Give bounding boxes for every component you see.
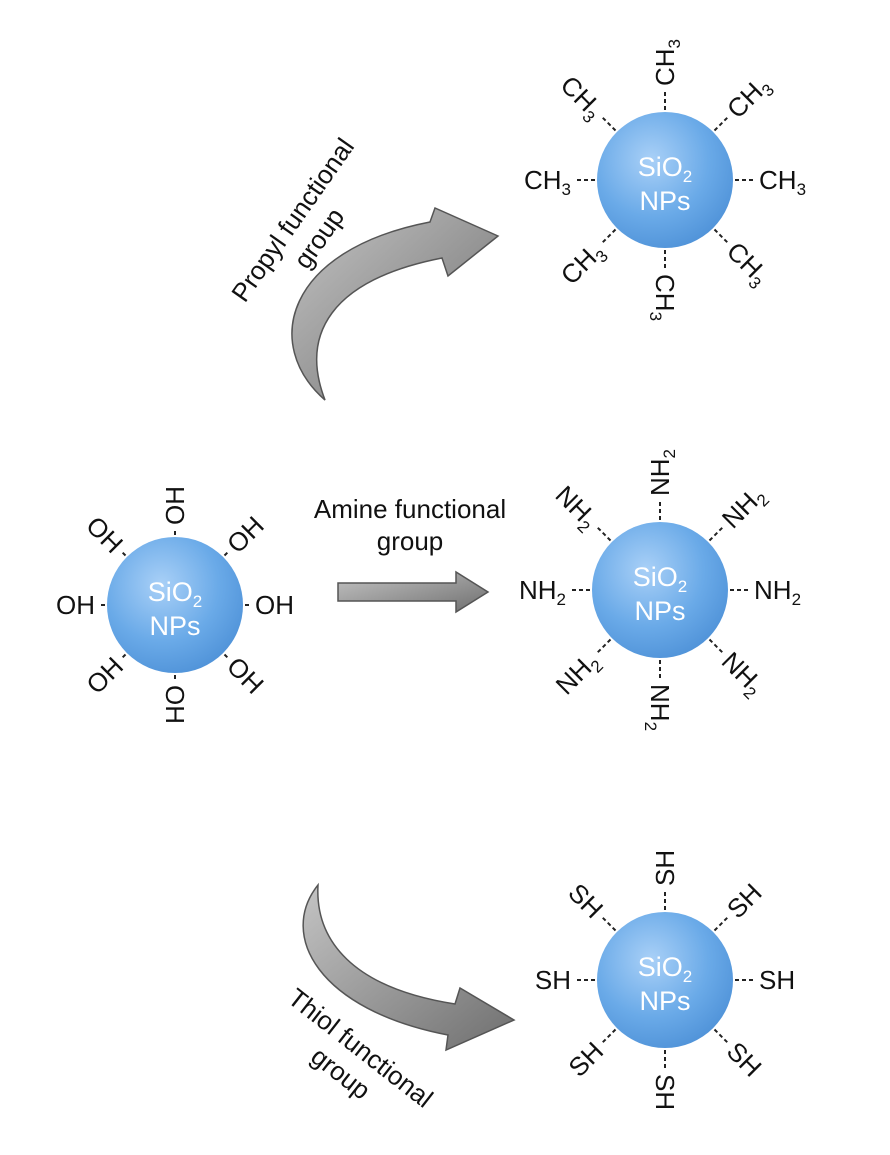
bond-line <box>713 1028 730 1045</box>
functional-group-label: SH <box>721 877 768 924</box>
functional-group-label: SH <box>535 965 571 995</box>
silica-sphere <box>592 522 728 658</box>
functional-group-label: NH2 <box>519 575 566 609</box>
bond-line <box>120 653 127 660</box>
bond-line <box>600 915 617 932</box>
sphere-label-nps: NPs <box>639 186 690 216</box>
functional-group-label: SH <box>759 965 795 995</box>
sphere-label-sio2: SiO2 <box>148 577 202 611</box>
functional-group-label: NH2 <box>641 684 675 731</box>
bond-line <box>713 915 730 932</box>
functional-group-label: CH3 <box>721 70 778 127</box>
bond-line <box>600 1028 617 1045</box>
silica-sphere <box>597 112 733 248</box>
bond-line <box>708 525 725 542</box>
functional-group-label: OH <box>56 590 95 620</box>
functional-group-label: CH3 <box>552 70 609 127</box>
functional-group-label: CH3 <box>555 236 612 293</box>
functional-group-label: CH3 <box>646 274 680 321</box>
functional-group-label: CH3 <box>524 165 571 199</box>
functional-group-label: SH <box>562 877 609 924</box>
bond-line <box>708 638 725 655</box>
functional-group-label: OH <box>255 590 294 620</box>
functional-group-label: CH3 <box>759 165 806 199</box>
bond-line <box>595 638 612 655</box>
functional-group-label: NH2 <box>547 480 604 537</box>
functional-group-label: OH <box>221 510 270 559</box>
functional-group-label: OH <box>80 510 129 559</box>
functional-group-label: NH2 <box>754 575 801 609</box>
functional-group-label: CH3 <box>650 39 684 86</box>
thiol-curved-arrow <box>302 882 516 1052</box>
silica-sphere <box>597 912 733 1048</box>
functional-group-label: OH <box>160 685 190 724</box>
bond-line <box>223 653 230 660</box>
sphere-label-sio2: SiO2 <box>638 952 692 986</box>
functional-group-label: SH <box>721 1036 768 1083</box>
amine-arrow-label: Amine functional group <box>314 494 506 556</box>
functional-group-label: OH <box>160 486 190 525</box>
bond-line <box>223 550 230 557</box>
propyl-curved-arrow <box>291 206 500 401</box>
functional-group-label: OH <box>80 651 129 700</box>
amine-label-line1: Amine functional <box>314 494 506 524</box>
sphere-label-sio2: SiO2 <box>638 152 692 186</box>
functional-group-label: NH2 <box>645 449 679 496</box>
functional-group-label: CH3 <box>718 236 775 293</box>
functional-group-label: OH <box>221 651 270 700</box>
bond-line <box>120 550 127 557</box>
amine-label-line2: group <box>377 526 444 556</box>
sphere-label-nps: NPs <box>634 596 685 626</box>
bond-line <box>600 228 617 245</box>
functional-group-label: NH2 <box>713 646 770 703</box>
silica-sphere <box>107 537 243 673</box>
amine-arrow <box>337 570 490 614</box>
functional-group-label: SH <box>650 850 680 886</box>
bond-line <box>713 115 730 132</box>
functional-group-label: NH2 <box>550 646 607 703</box>
sphere-label-sio2: SiO2 <box>633 562 687 596</box>
bond-line <box>600 115 617 132</box>
functional-group-label: SH <box>650 1074 680 1110</box>
functional-group-label: SH <box>562 1036 609 1083</box>
sphere-label-nps: NPs <box>639 986 690 1016</box>
sphere-label-nps: NPs <box>149 611 200 641</box>
bond-line <box>713 228 730 245</box>
bond-line <box>595 525 612 542</box>
functional-group-label: NH2 <box>716 480 773 537</box>
